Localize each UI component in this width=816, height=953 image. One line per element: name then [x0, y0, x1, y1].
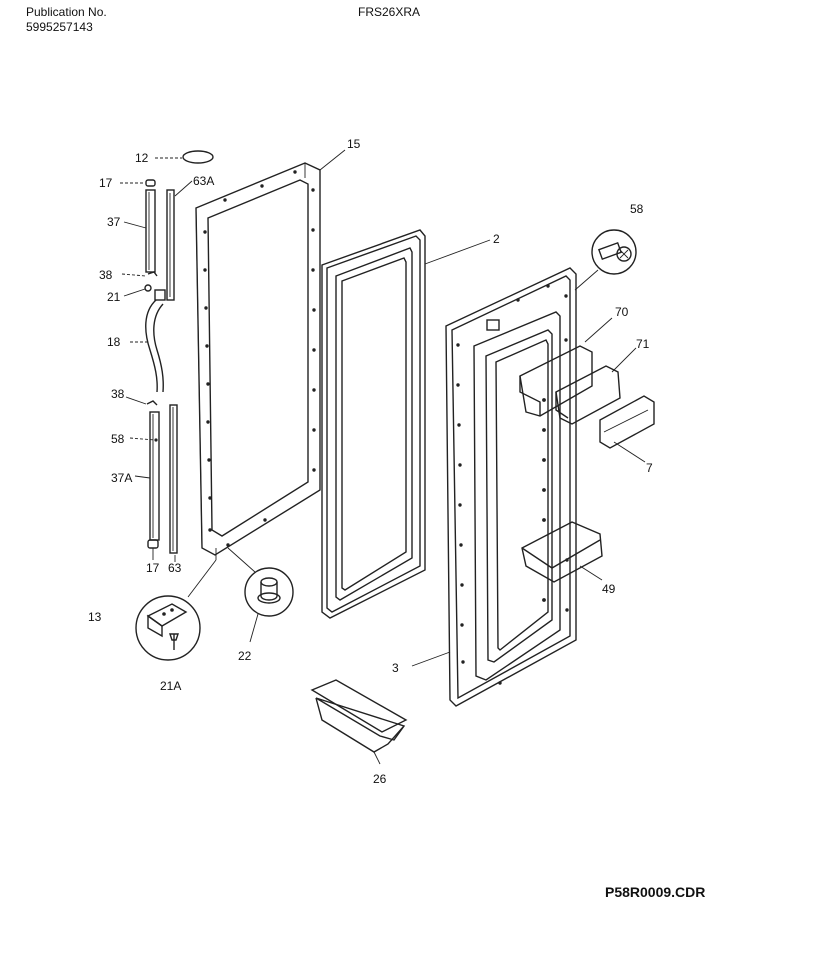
callout-2: 2	[493, 232, 500, 246]
part-17-cap-bottom	[147, 539, 176, 562]
part-63-strip	[169, 404, 178, 554]
part-38-clip-lower	[125, 396, 158, 406]
callout-22: 22	[238, 649, 252, 663]
callout-17-top: 17	[99, 176, 113, 190]
part-18-handle	[130, 299, 164, 393]
part-15-frame-screw-holes	[203, 170, 316, 547]
callout-49: 49	[602, 582, 616, 596]
file-reference: P58R0009.CDR	[605, 884, 706, 900]
callout-21A: 21A	[160, 679, 181, 693]
callout-7: 7	[646, 461, 653, 475]
callout-12: 12	[135, 151, 149, 165]
callout-37A: 37A	[111, 471, 132, 485]
part-26-bin	[310, 679, 408, 765]
callout-71: 71	[636, 337, 650, 351]
part-63A-strip	[166, 180, 193, 301]
callout-3: 3	[392, 661, 399, 675]
part-13-hinge-detail	[135, 548, 217, 661]
part-58-screw-detail	[591, 229, 637, 275]
callout-63A: 63A	[193, 174, 214, 188]
part-15-door-frame	[195, 149, 346, 556]
publication-label: Publication No.	[26, 5, 107, 19]
callout-70: 70	[615, 305, 629, 319]
callout-58-left: 58	[111, 432, 125, 446]
publication-number: 5995257143	[26, 20, 93, 34]
callout-17-bottom: 17	[146, 561, 160, 575]
part-3-liner-screw-holes	[456, 284, 569, 685]
callout-38-top: 38	[99, 268, 113, 282]
callout-58-right: 58	[630, 202, 644, 216]
part-37-trim	[123, 189, 156, 273]
callout-38-lower: 38	[111, 387, 125, 401]
part-38-21-clips	[121, 271, 166, 301]
callout-21: 21	[107, 290, 121, 304]
part-17-cap-top	[120, 179, 156, 187]
part-71-bin	[555, 347, 637, 425]
callout-labels: 12 17 63A 37 38 21 18 38 58 37A 17 63 13…	[88, 137, 653, 786]
part-2-gasket	[321, 229, 491, 619]
part-49-bin	[521, 521, 603, 583]
callout-26: 26	[373, 772, 387, 786]
callout-13: 13	[88, 610, 102, 624]
part-3-door-liner	[411, 267, 599, 707]
callout-15: 15	[347, 137, 361, 151]
part-70-shelf	[519, 317, 613, 417]
part-7-cover	[599, 395, 655, 463]
part-12-plug	[155, 150, 214, 164]
callout-18: 18	[107, 335, 121, 349]
part-37A-trim	[129, 411, 160, 541]
part-22-bumper-detail	[227, 547, 294, 643]
callout-37: 37	[107, 215, 121, 229]
callout-63: 63	[168, 561, 182, 575]
model-number: FRS26XRA	[358, 5, 421, 19]
